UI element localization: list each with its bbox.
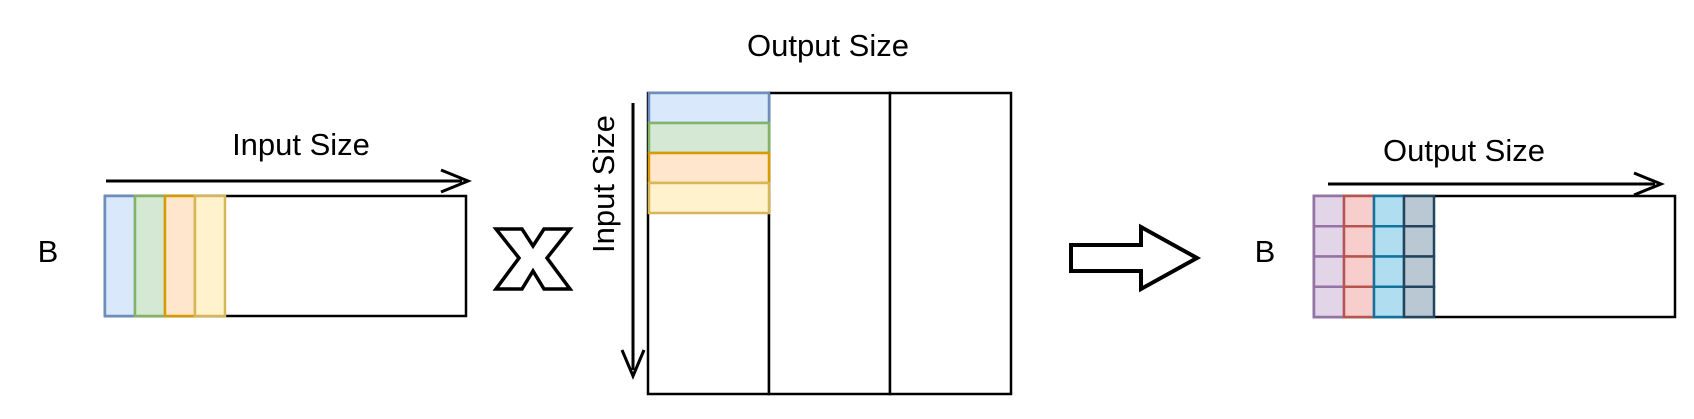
result-arrow-icon <box>1069 223 1202 293</box>
weight-input-size-arrow <box>620 103 646 380</box>
output-column-cyan-cell <box>1372 285 1406 319</box>
output-column-slate-cell <box>1402 194 1436 228</box>
output-column-red-cell <box>1342 255 1376 288</box>
input-matrix: B Input Size <box>38 127 472 318</box>
input-column-yellow <box>193 194 227 318</box>
output-size-arrow <box>1328 171 1665 197</box>
output-column-purple-cell <box>1312 255 1346 288</box>
weight-output-size-label: Output Size <box>747 28 909 63</box>
weight-column-2 <box>767 91 892 396</box>
input-size-label: Input Size <box>232 127 370 162</box>
input-batch-label: B <box>38 234 59 269</box>
output-column-purple-cell <box>1312 194 1346 228</box>
multiply-x-icon <box>492 227 574 291</box>
weight-row-orange <box>647 151 771 185</box>
output-batch-label: B <box>1255 234 1276 269</box>
output-matrix: B Output Size <box>1255 133 1677 319</box>
output-grid <box>1312 194 1436 319</box>
output-column-red-cell <box>1342 285 1376 319</box>
input-size-arrow <box>106 168 472 194</box>
weight-row-yellow <box>647 181 771 215</box>
weight-row-blue <box>647 91 771 125</box>
output-column-cyan-cell <box>1372 255 1406 288</box>
weight-column-3 <box>888 91 1013 396</box>
output-column-purple-cell <box>1312 225 1346 258</box>
output-column-slate-cell <box>1402 285 1436 319</box>
output-column-cyan-cell <box>1372 194 1406 228</box>
output-column-slate-cell <box>1402 255 1436 288</box>
output-column-slate-cell <box>1402 225 1436 258</box>
output-column-cyan-cell <box>1372 225 1406 258</box>
output-column-red-cell <box>1342 194 1376 228</box>
weight-row-green <box>647 121 771 155</box>
weight-input-size-label: Input Size <box>586 115 621 253</box>
output-size-label: Output Size <box>1383 133 1545 168</box>
input-column-orange <box>163 194 197 318</box>
input-column-green <box>133 194 167 318</box>
output-column-red-cell <box>1342 225 1376 258</box>
weight-matrix: Output Size Input Size <box>586 28 1013 396</box>
input-column-blue <box>103 194 137 318</box>
output-column-purple-cell <box>1312 285 1346 319</box>
